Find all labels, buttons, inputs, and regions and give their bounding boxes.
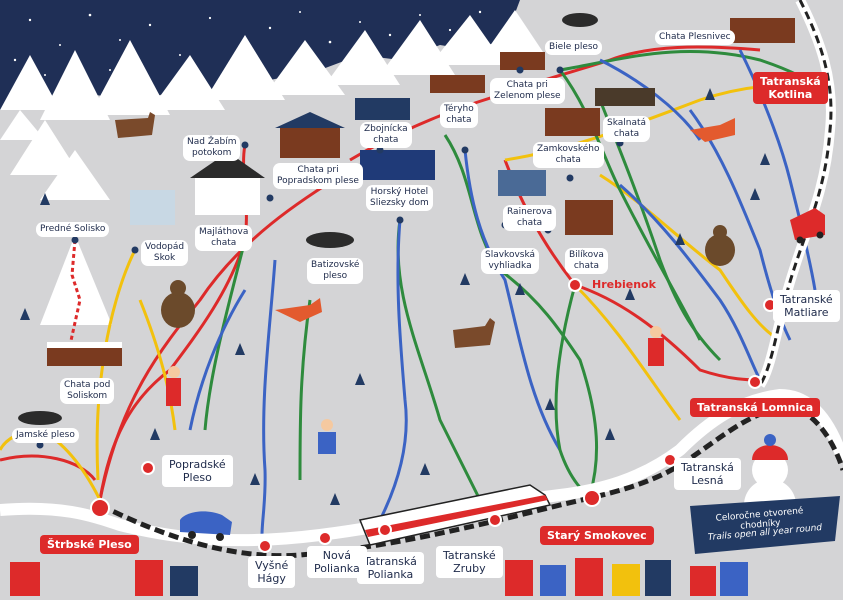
trails-banner: [690, 496, 840, 554]
town-strbske-pleso: Štrbské Pleso: [40, 535, 139, 554]
label-slavkovska-vyhliadka: Slavkovská vyhliadka: [481, 248, 540, 274]
label-nad-zabim-potokom: Nad Žabím potokom: [183, 135, 241, 161]
town-stations: [90, 85, 822, 553]
town-tatranska-lesna: Tatranská Lesná: [674, 458, 741, 490]
town-tatranska-lomnica: Tatranská Lomnica: [690, 398, 821, 417]
label-rainerova-chata: Rainerova chata: [503, 205, 557, 231]
label-chata-popradske-pleso: Chata pri Popradskom plese: [273, 163, 363, 189]
batizovske-pleso-lake: [306, 232, 354, 248]
animals: [115, 112, 735, 348]
jamske-pleso-lake: [18, 411, 62, 425]
predne-solisko-peak: [40, 235, 112, 325]
label-vodopad-skok: Vodopád Skok: [141, 240, 189, 266]
label-biele-pleso: Biele pleso: [545, 40, 603, 55]
label-majlathova-chata: Majláthova chata: [195, 225, 253, 251]
town-tatranske-matliare: Tatranské Matliare: [773, 290, 840, 322]
hikers: [166, 326, 664, 454]
label-chata-pod-soliskom: Chata pod Soliskom: [60, 378, 115, 404]
label-bilikova-chata: Bilíkova chata: [565, 248, 608, 274]
town-tatranska-kotlina: Tatranská Kotlina: [753, 72, 828, 104]
town-popradske-pleso: Popradské Pleso: [162, 455, 233, 487]
label-batizovske-pleso: Batizovské pleso: [307, 258, 364, 284]
cottages: [47, 18, 795, 366]
town-vysne-hagy: Vyšné Hágy: [248, 556, 296, 588]
label-skalnata-chata: Skalnatá chata: [603, 116, 651, 142]
town-tatranska-polianka: Tatranská Polianka: [357, 552, 424, 584]
label-horsky-hotel-sliezsky-dom: Horský Hotel Sliezsky dom: [366, 185, 433, 211]
town-stary-smokovec: Starý Smokovec: [540, 526, 654, 545]
biele-pleso-lake: [562, 13, 598, 27]
label-zamkovskeho-chata: Zamkovského chata: [533, 142, 604, 168]
town-nova-polianka: Nová Polianka: [307, 546, 367, 578]
mountains: [0, 10, 545, 200]
train: [358, 484, 552, 546]
red-car: [790, 208, 825, 244]
label-jamske-pleso: Jamské pleso: [12, 428, 79, 443]
label-chata-plesnivec: Chata Plesnivec: [655, 30, 735, 45]
trees: [20, 88, 770, 505]
village-houses: [10, 558, 748, 596]
label-teryho-chata: Téryho chata: [440, 102, 478, 128]
town-tatranske-zruby: Tatranské Zruby: [436, 546, 503, 578]
blue-car: [180, 511, 232, 541]
label-predne-solisko: Predné Solisko: [36, 222, 110, 237]
label-chata-zelene-pleso: Chata pri Zelenom plese: [490, 78, 565, 104]
town-hrebienok: Hrebienok: [592, 278, 656, 291]
label-zbojnicka-chata: Zbojnícka chata: [360, 122, 412, 148]
